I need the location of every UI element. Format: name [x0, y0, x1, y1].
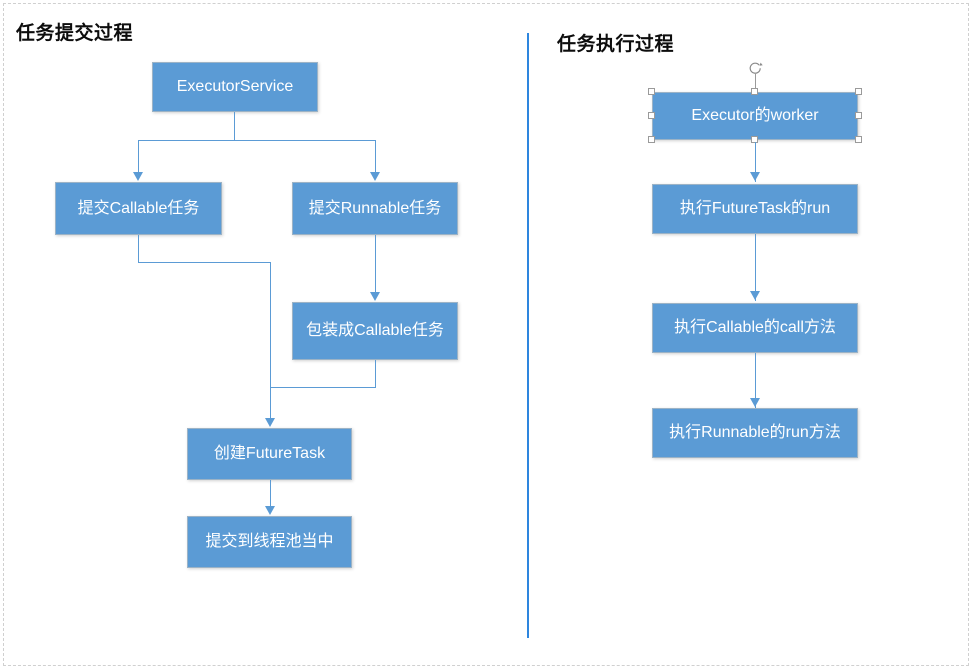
node-call-callable[interactable]: 执行Callable的call方法 — [652, 303, 858, 353]
node-executor-service[interactable]: ExecutorService — [152, 62, 318, 112]
selection-handle-top-left[interactable] — [648, 88, 655, 95]
connector-to-submit-callable — [138, 140, 139, 173]
connector-futuretask-to-call — [755, 234, 756, 301]
connector-call-to-run-runnable — [755, 353, 756, 408]
connector-wrap-merge-stem — [375, 360, 376, 388]
connector-callable-merge-bar — [138, 262, 271, 263]
arrowhead-submit-runnable — [370, 172, 380, 181]
connector-callable-merge-stem — [138, 235, 139, 263]
selection-handle-bottom-left[interactable] — [648, 136, 655, 143]
arrowhead-run-runnable — [750, 398, 760, 407]
node-executor-worker[interactable]: Executor的worker — [652, 92, 858, 140]
node-submit-runnable[interactable]: 提交Runnable任务 — [292, 182, 458, 235]
arrowhead-call-callable — [750, 291, 760, 300]
arrowhead-submit-to-pool — [265, 506, 275, 515]
rotate-handle-stem — [755, 74, 756, 92]
section-divider — [527, 33, 529, 638]
node-run-futuretask[interactable]: 执行FutureTask的run — [652, 184, 858, 234]
selection-handle-top-right[interactable] — [855, 88, 862, 95]
connector-split-stem — [234, 112, 235, 141]
connector-merge-trunk — [270, 262, 271, 419]
connector-runnable-to-wrap — [375, 235, 376, 293]
connector-split-bar — [138, 140, 376, 141]
left-section-title: 任务提交过程 — [16, 23, 134, 44]
node-create-futuretask[interactable]: 创建FutureTask — [187, 428, 352, 480]
rotate-icon[interactable] — [747, 60, 763, 76]
node-run-runnable[interactable]: 执行Runnable的run方法 — [652, 408, 858, 458]
node-submit-callable[interactable]: 提交Callable任务 — [55, 182, 222, 235]
connector-worker-to-run-futuretask — [755, 142, 756, 182]
connector-futuretask-to-pool — [270, 480, 271, 507]
arrowhead-run-futuretask — [750, 172, 760, 181]
connector-wrap-merge-bar — [270, 387, 376, 388]
connector-to-submit-runnable — [375, 140, 376, 173]
node-submit-to-pool[interactable]: 提交到线程池当中 — [187, 516, 352, 568]
arrowhead-create-futuretask — [265, 418, 275, 427]
selection-handle-middle-left[interactable] — [648, 112, 655, 119]
right-section-title: 任务执行过程 — [557, 34, 675, 55]
node-wrap-callable[interactable]: 包装成Callable任务 — [292, 302, 458, 360]
arrowhead-submit-callable — [133, 172, 143, 181]
arrowhead-wrap-callable — [370, 292, 380, 301]
selection-handle-top-center[interactable] — [751, 88, 758, 95]
selection-handle-bottom-right[interactable] — [855, 136, 862, 143]
selection-handle-middle-right[interactable] — [855, 112, 862, 119]
selection-handle-bottom-center[interactable] — [751, 136, 758, 143]
